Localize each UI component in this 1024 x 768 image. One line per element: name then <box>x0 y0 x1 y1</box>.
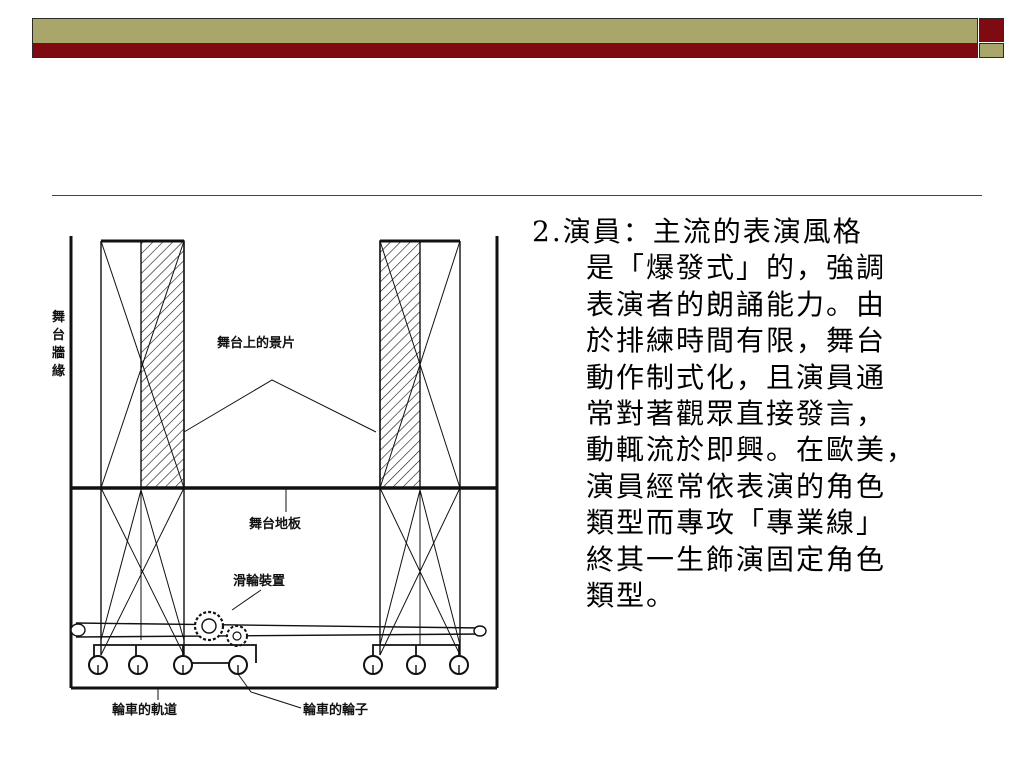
pulley-pointer-line <box>231 589 262 611</box>
header-corner-square-top <box>979 18 1004 42</box>
label-stage-wall-1: 舞 <box>51 309 65 325</box>
pulley-gears <box>193 610 248 647</box>
body-line: 類型。 <box>586 579 677 613</box>
body-line: 演員經常依表演的角色 <box>586 469 887 503</box>
pulley-cable <box>70 622 487 638</box>
body-line: 是「爆發式」的，強調 <box>586 251 887 285</box>
wheel-pointer-line <box>237 673 302 709</box>
body-line: 類型而專攻「專業線」 <box>586 506 887 540</box>
scenery-flat-left <box>100 239 185 656</box>
wagon-frames <box>93 644 460 664</box>
label-stage-wall-4: 緣 <box>52 363 66 379</box>
scenery-pointer-lines <box>183 379 377 433</box>
label-wheels: 輪車的輪子 <box>303 702 368 718</box>
label-track: 輪車的軌道 <box>112 702 177 718</box>
wagon-wheels <box>88 655 469 675</box>
scenery-flat-right <box>379 239 461 656</box>
header-bar <box>32 18 978 58</box>
body-line: 於排練時間有限，舞台 <box>586 324 887 358</box>
label-pulley: 滑輪裝置 <box>233 573 285 589</box>
label-stage-floor: 舞台地板 <box>248 516 302 532</box>
label-stage-wall-3: 牆 <box>52 345 65 361</box>
body-line: 動輒流於即興。在歐美， <box>586 433 917 467</box>
label-scenery: 舞台上的景片 <box>216 335 295 351</box>
body-line: 動作制式化，且演員通 <box>586 360 887 394</box>
body-line: 2.演員：主流的表演風格 <box>532 215 863 248</box>
header-corner-square-bottom <box>979 43 1004 58</box>
label-stage-wall-2: 台 <box>52 327 65 343</box>
stage-machinery-diagram: 舞 台 牆 緣 舞台上的景片 舞台地板 滑輪裝置 輪車的軌道 輪車的輪子 <box>46 200 520 740</box>
body-line: 常對著觀眾直接發言， <box>586 397 887 431</box>
body-text: 2.演員：主流的表演風格 是「爆發式」的，強調 表演者的朗誦能力。由 於排練時間… <box>532 214 1022 614</box>
header-bar-olive-band <box>33 19 977 43</box>
title-divider-line <box>52 195 982 196</box>
header-bar-maroon-band <box>33 43 977 57</box>
body-line: 終其一生飾演固定角色 <box>586 542 887 576</box>
body-line: 表演者的朗誦能力。由 <box>586 287 887 321</box>
